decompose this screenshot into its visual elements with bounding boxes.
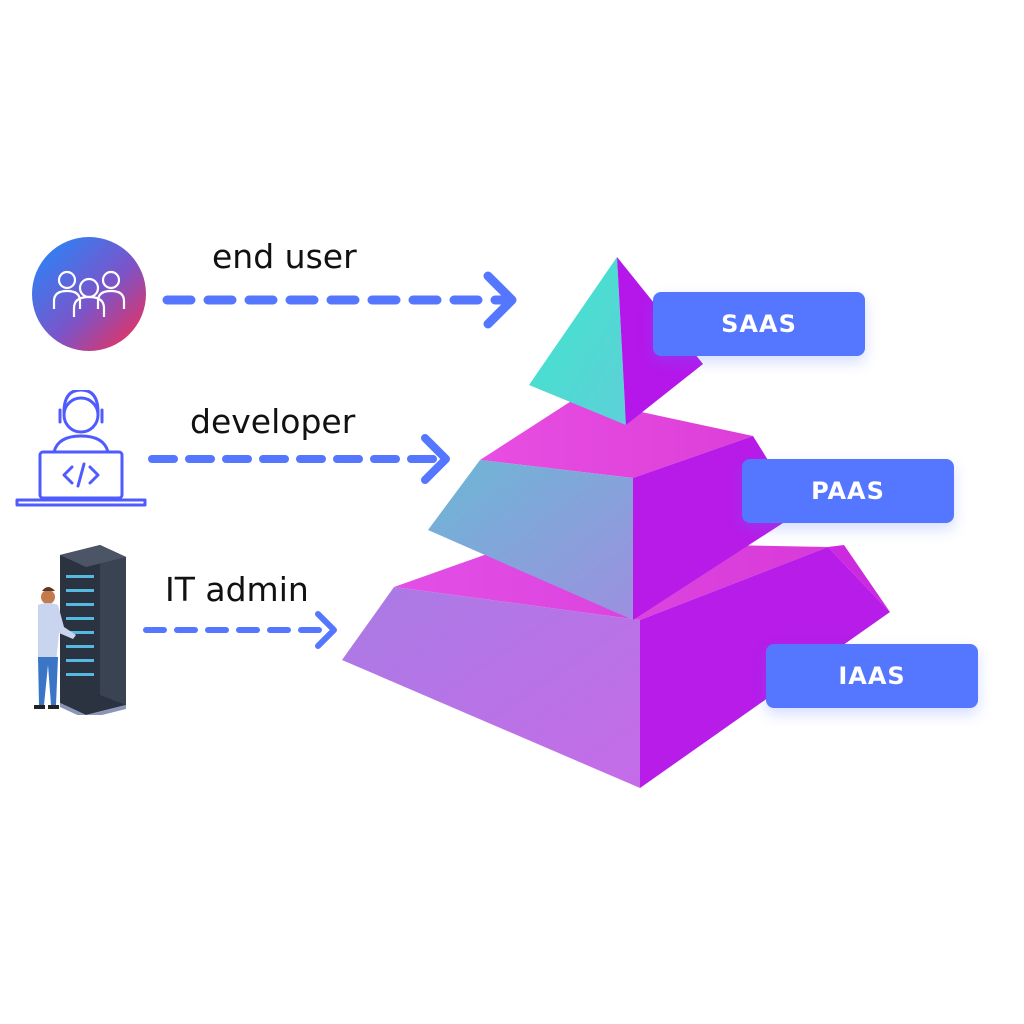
users-group-icon <box>32 237 146 351</box>
it-admin-label: IT admin <box>165 570 309 609</box>
server-rack-admin-icon <box>34 545 126 715</box>
paas-label: PAAS <box>742 459 954 523</box>
end-user-label: end user <box>212 237 357 276</box>
saas-label: SAAS <box>653 292 865 356</box>
developer-label: developer <box>190 402 356 441</box>
developer-laptop-icon <box>15 390 147 507</box>
iaas-label: IAAS <box>766 644 978 708</box>
